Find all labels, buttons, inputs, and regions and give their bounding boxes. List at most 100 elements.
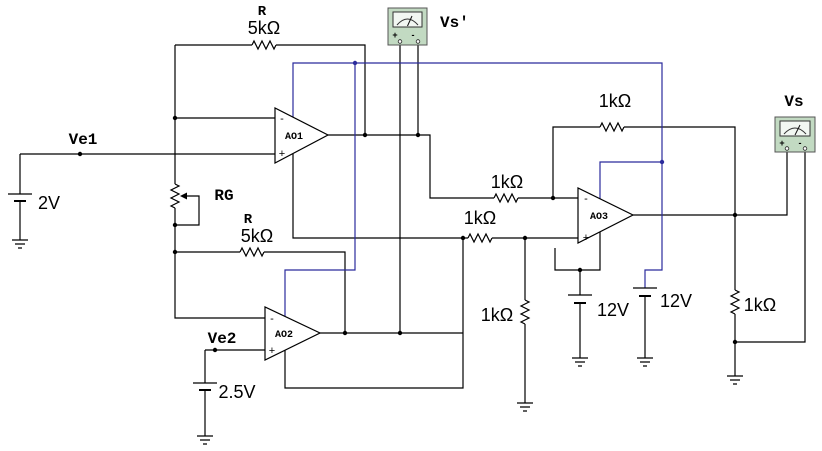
resistor-r3[interactable]: 1kΩ xyxy=(491,172,523,204)
ground-icon xyxy=(727,375,743,385)
junction-dot xyxy=(172,249,178,255)
potentiometer-rg[interactable]: RG xyxy=(169,183,234,226)
meter-needle xyxy=(407,15,413,27)
resistor-r5-value-label: 1kΩ xyxy=(599,91,631,111)
resistor-zigzag xyxy=(599,121,625,133)
resistor-r2-value-label: 5kΩ xyxy=(241,226,273,246)
resistor-r4[interactable]: 1kΩ xyxy=(464,208,496,244)
resistor-r1[interactable]: R 5kΩ xyxy=(248,4,280,51)
junction-dot xyxy=(212,347,218,353)
junction-dot xyxy=(732,339,738,345)
opamp-ao2[interactable]: - + AO2 xyxy=(264,306,322,361)
junction-dot xyxy=(362,132,368,138)
signal-wires xyxy=(19,44,806,436)
resistor-r1-value-label: 5kΩ xyxy=(248,18,280,38)
ground-icon xyxy=(637,357,653,367)
wire xyxy=(633,152,788,216)
analog-meter-icon xyxy=(392,11,423,28)
wire xyxy=(554,232,601,271)
meter-scale-arc xyxy=(783,127,807,135)
junction-dots xyxy=(77,60,738,353)
opamp-ao2-ref-label: AO2 xyxy=(275,330,293,341)
opamp-ao1-inverting-pin-label: - xyxy=(280,113,284,125)
wire xyxy=(735,152,806,343)
supply-wire xyxy=(599,161,662,199)
wire xyxy=(276,44,366,135)
opamp-ao3-ref-label: AO3 xyxy=(590,212,608,223)
junction-dot xyxy=(397,330,403,336)
supply-junction-dot xyxy=(659,159,665,165)
supply-wires xyxy=(284,62,663,316)
ground-icon xyxy=(12,239,28,249)
resistor-zigzag xyxy=(467,232,493,244)
resistor-zigzag xyxy=(239,246,265,258)
opamp-ao1-noninverting-pin-label: + xyxy=(279,148,285,160)
opamp-ao1-ref-label: AO1 xyxy=(285,132,303,143)
opamp-ao2-inverting-pin-label: - xyxy=(270,313,274,325)
resistor-r6-value-label: 1kΩ xyxy=(481,305,513,325)
resistor-zigzag xyxy=(251,39,277,51)
opamp-triangle xyxy=(274,107,330,164)
junction-dot xyxy=(577,267,583,273)
opamp-ao3[interactable]: - + AO3 xyxy=(577,187,635,244)
voltmeter-vs-prime-negative-label: - xyxy=(412,30,415,40)
resistor-zigzag xyxy=(169,183,181,209)
net-label-ve2: Ve2 xyxy=(208,330,237,348)
opamp-ao1[interactable]: - + AO1 xyxy=(274,107,330,164)
voltmeter-vs-prime-ref-label: Vs' xyxy=(440,14,469,32)
voltmeter-vs-positive-label: + xyxy=(779,138,784,148)
wiper-wire xyxy=(175,195,200,226)
dc-source-ve1-value-label: 2V xyxy=(38,193,60,213)
voltmeter-terminal-positive[interactable] xyxy=(784,146,790,151)
ground-icon xyxy=(197,435,213,445)
dc-supply-2-value-label: 12V xyxy=(660,291,692,311)
dc-supply-1-value-label: 12V xyxy=(597,300,629,320)
voltmeter-vs-prime[interactable]: + - Vs' xyxy=(387,7,469,46)
resistor-r5[interactable]: 1kΩ xyxy=(599,91,631,133)
opamp-ao2-noninverting-pin-label: + xyxy=(269,345,275,357)
resistor-r6[interactable]: 1kΩ xyxy=(481,299,531,325)
voltmeter-vs[interactable]: + - Vs xyxy=(774,93,816,153)
junction-dot xyxy=(550,195,556,201)
resistor-r7[interactable]: 1kΩ xyxy=(729,289,776,315)
wire xyxy=(328,134,494,199)
wire xyxy=(624,126,736,215)
resistor-zigzag xyxy=(729,289,741,315)
supply-junction-dot xyxy=(352,60,358,66)
junction-dot xyxy=(77,151,83,157)
voltmeter-terminal-negative[interactable] xyxy=(802,146,808,151)
junction-dot xyxy=(460,235,466,241)
analog-meter-icon xyxy=(779,120,811,137)
dc-source-ve1[interactable]: Ve1 2V xyxy=(8,131,97,213)
wire xyxy=(174,208,265,319)
voltmeter-terminal-negative[interactable] xyxy=(415,39,421,44)
supply-wire xyxy=(284,63,356,316)
resistor-r2[interactable]: R 5kΩ xyxy=(239,212,273,258)
junction-dot xyxy=(342,330,348,336)
grounds xyxy=(12,239,743,445)
junction-dot xyxy=(732,212,738,218)
resistor-r7-value-label: 1kΩ xyxy=(744,295,776,315)
dc-source-ve2-value-label: 2.5V xyxy=(218,382,255,402)
resistor-r1-ref-label: R xyxy=(258,4,267,20)
junction-dot xyxy=(415,132,421,138)
junction-dot xyxy=(522,235,528,241)
net-label-ve1: Ve1 xyxy=(69,131,98,149)
wire xyxy=(552,126,600,198)
opamp-ao3-inverting-pin-label: - xyxy=(584,193,588,205)
resistor-r2-ref-label: R xyxy=(244,212,253,228)
dc-supply-1[interactable]: 12V xyxy=(568,294,629,320)
resistor-r4-value-label: 1kΩ xyxy=(464,208,496,228)
dc-source-ve2[interactable]: Ve2 2.5V xyxy=(193,330,256,402)
meter-needle xyxy=(794,124,801,136)
resistor-r3-value-label: 1kΩ xyxy=(491,172,523,192)
dc-supply-2[interactable]: 12V xyxy=(633,287,692,311)
meter-scale-arc xyxy=(396,18,419,26)
voltmeter-terminal-positive[interactable] xyxy=(397,39,403,44)
wire xyxy=(284,238,464,389)
opamp-ao3-noninverting-pin-label: + xyxy=(583,232,589,244)
wire xyxy=(264,251,346,333)
voltmeter-vs-prime-positive-label: + xyxy=(392,30,397,40)
